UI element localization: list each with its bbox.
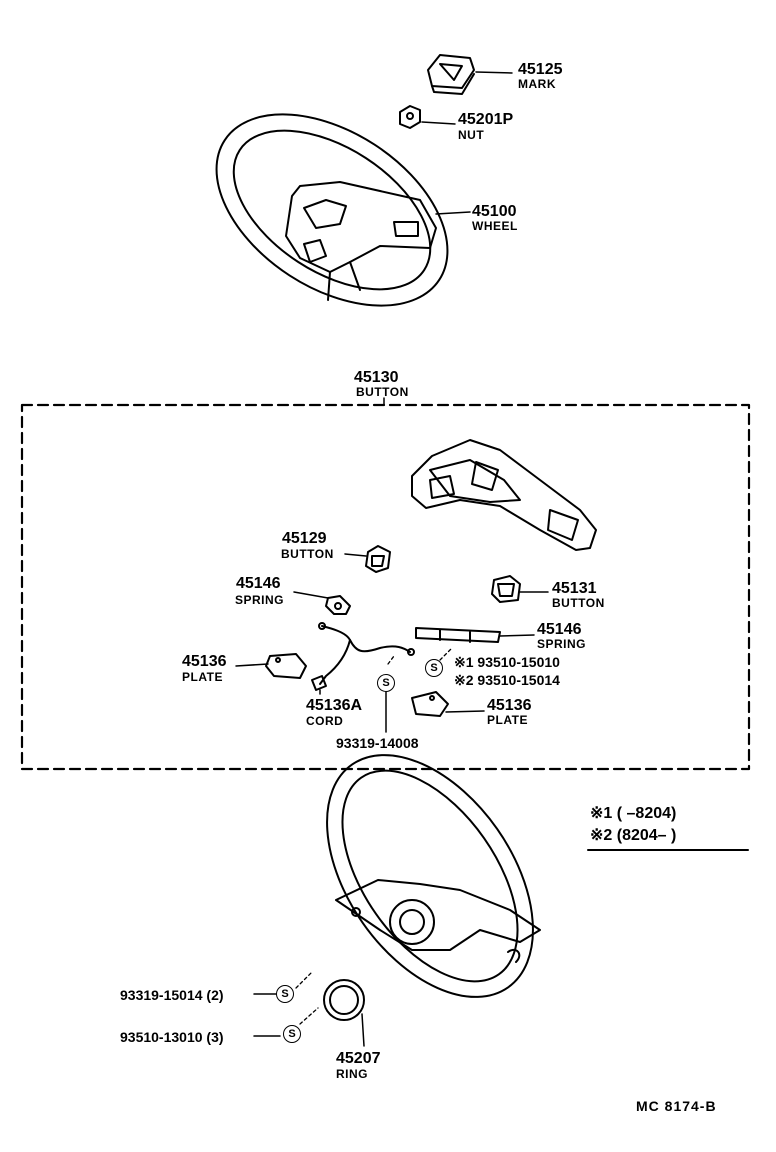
right-button-part-name: BUTTON (552, 596, 605, 610)
spring-right-part-number: 45146 (537, 621, 582, 638)
plate-left-part-name: PLATE (182, 670, 223, 684)
plate-right-part-number: 45136 (487, 697, 532, 714)
screw-right-number-1: ※1 93510-15010 (454, 654, 560, 670)
nut-part-name: NUT (458, 128, 485, 142)
ring-drawing (323, 979, 365, 1021)
spring-left-part-name: SPRING (235, 593, 285, 607)
mark-part-name: MARK (518, 77, 556, 91)
button-assembly-part-name: BUTTON (356, 385, 409, 399)
legend-row-2: ※2 (8204– ) (590, 827, 677, 844)
small-button-drawing (365, 545, 391, 573)
spring-right-part-name: SPRING (537, 637, 587, 651)
cord-part-number: 45136A (306, 697, 363, 714)
wheel-part-number: 45100 (472, 203, 517, 220)
right-button-drawing (491, 575, 521, 603)
cord-drawing (311, 622, 415, 691)
cord-part-name: CORD (306, 714, 344, 728)
diagram-code: MC 8174-B (636, 1098, 717, 1114)
lower-screw-1-part-number: 93319-15014 (2) (120, 987, 224, 1003)
nut-part-number: 45201P (458, 111, 514, 128)
pad-cover-drawing (411, 439, 597, 551)
screw-right-symbol: S (425, 659, 443, 677)
button-assembly-boundary (20, 403, 751, 771)
plate-right-part-name: PLATE (487, 713, 528, 727)
screw-center-part-number: 93319-14008 (336, 735, 419, 751)
spring-right-drawing (415, 627, 501, 643)
screw-right-number-2: ※2 93510-15014 (454, 672, 560, 688)
plate-left-part-number: 45136 (182, 653, 227, 670)
mark-emblem-drawing (427, 54, 475, 95)
upper-wheel-drawing (215, 113, 449, 307)
nut-drawing (399, 105, 421, 129)
small-button-part-name: BUTTON (281, 547, 334, 561)
lower-screw-2-symbol: S (283, 1025, 301, 1043)
mark-part-number: 45125 (518, 61, 563, 78)
spring-left-part-number: 45146 (236, 575, 281, 592)
ring-part-number: 45207 (336, 1050, 381, 1067)
lower-screw-1-symbol: S (276, 985, 294, 1003)
ring-part-name: RING (336, 1067, 368, 1081)
screw-center-symbol: S (377, 674, 395, 692)
wheel-part-name: WHEEL (472, 219, 518, 233)
spring-left-drawing (325, 595, 351, 615)
plate-right-drawing (411, 691, 449, 717)
plate-left-drawing (265, 653, 307, 679)
right-button-part-number: 45131 (552, 580, 597, 597)
lower-screw-2-part-number: 93510-13010 (3) (120, 1029, 224, 1045)
small-button-part-number: 45129 (282, 530, 327, 547)
button-assembly-part-number: 45130 (354, 369, 399, 386)
lower-wheel-drawing (326, 754, 541, 998)
legend-row-1: ※1 ( –8204) (590, 805, 677, 822)
